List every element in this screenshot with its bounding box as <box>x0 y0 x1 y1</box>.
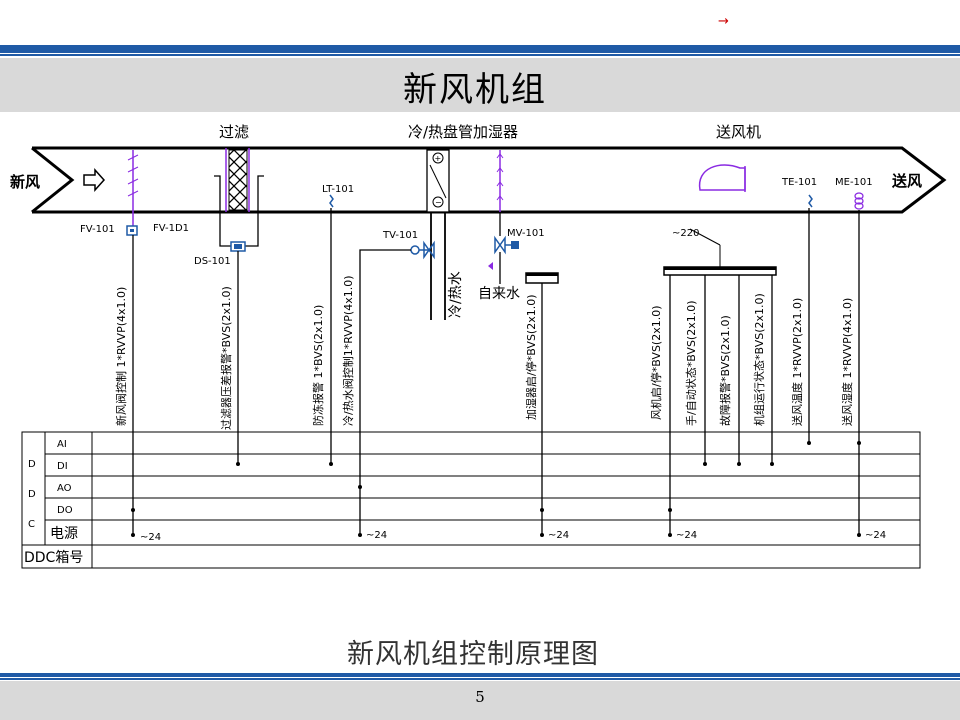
airflow-arrow-icon <box>83 168 106 192</box>
page-number: 5 <box>475 688 485 706</box>
tag-mv101: MV-101 <box>507 228 545 239</box>
power-24v-mark: ~24 <box>366 530 387 541</box>
ddc-side-letter: C <box>28 519 35 530</box>
cable-label: 过滤器压差报警*BVS(2x1.0) <box>219 286 233 430</box>
tag-220v: ~220 <box>672 228 699 239</box>
ddc-box-number: DDC箱号 <box>24 550 83 566</box>
fan-section-label: 送风机 <box>716 123 761 141</box>
supply-fan-icon <box>698 164 746 192</box>
svg-text:+: + <box>435 154 442 163</box>
ddc-panel-table <box>21 431 921 569</box>
tag-tv101: TV-101 <box>382 230 418 241</box>
power-24v-mark: ~24 <box>548 530 569 541</box>
inlet-label: 新风 <box>10 173 40 191</box>
freeze-sensor <box>329 194 334 208</box>
cable-label: 防冻报警 1*BVS(2x1.0) <box>311 305 325 426</box>
ddc-row-power: 电源 <box>50 526 78 542</box>
tap-water-label: 自来水 <box>478 286 520 302</box>
ddc-row-ao: AO <box>57 483 72 494</box>
header-rule-thin <box>0 54 960 56</box>
tag-fv101: FV-101 <box>80 224 115 235</box>
footer-band <box>0 681 960 720</box>
footer-rule-thin <box>0 678 960 680</box>
cable-label: 新风阀控制 1*RVVP(4x1.0) <box>114 287 128 426</box>
diagram-caption: 新风机组控制原理图 <box>347 639 599 670</box>
cable-label: 送风湿度 1*RVVP(4x1.0) <box>840 298 854 426</box>
svg-text:−: − <box>435 198 442 207</box>
footer-rule <box>0 673 960 677</box>
connection-dots <box>131 441 861 537</box>
cable-label: 机组运行状态*BVS(2x1.0) <box>752 293 766 426</box>
tag-lt101: LT-101 <box>322 184 354 195</box>
power-24v-mark: ~24 <box>676 530 697 541</box>
outlet-label: 送风 <box>891 172 922 190</box>
tag-ds101: DS-101 <box>194 256 231 267</box>
next-slide-arrow-icon[interactable]: → <box>718 14 729 29</box>
supply-temp-sensor <box>808 194 813 208</box>
power-24v-mark: ~24 <box>140 532 161 543</box>
coil: + − <box>426 149 450 320</box>
ddc-row-ai: AI <box>57 439 67 450</box>
ddc-row-di: DI <box>57 461 68 472</box>
tag-te101: TE-101 <box>781 177 817 188</box>
coil-humidifier-section-label: 冷/热盘管加湿器 <box>408 123 518 141</box>
cable-label: 冷/热水阀控制1*RVVP(4x1.0) <box>341 275 355 426</box>
cable-label: 加湿器启/停*BVS(2x1.0) <box>524 294 538 420</box>
slide-title: 新风机组 <box>403 70 547 110</box>
ddc-side-letter: D <box>28 459 36 470</box>
tag-fv1d1: FV-1D1 <box>153 223 189 234</box>
cable-label: 故障报警*BVS(2x1.0) <box>718 315 732 426</box>
title-band <box>0 58 960 112</box>
cable-label: 风机启/停*BVS(2x1.0) <box>649 305 663 420</box>
cable-label: 送风温度 1*RVVP(2x1.0) <box>790 298 804 426</box>
power-24v-mark: ~24 <box>865 530 886 541</box>
chw-valve <box>410 240 435 260</box>
filter-section <box>214 148 264 252</box>
chw-pipe-label: 冷/热水 <box>448 271 464 318</box>
cable-label: 手/自动状态*BVS(2x1.0) <box>684 300 698 426</box>
header-rule <box>0 45 960 53</box>
fresh-air-damper <box>126 150 139 236</box>
field-cables <box>132 208 860 535</box>
control-schematic: 新风 送风 过滤 冷/热盘管加湿器 送风机 FV-101 FV-1D1 DS-1… <box>10 123 947 569</box>
air-duct <box>31 146 947 214</box>
filter-section-label: 过滤 <box>219 123 249 141</box>
ddc-row-do: DO <box>57 505 73 516</box>
supply-humidity-sensor <box>854 192 864 210</box>
tag-me101: ME-101 <box>835 177 873 188</box>
humidifier <box>488 150 559 284</box>
ddc-side-letter: D <box>28 489 36 500</box>
